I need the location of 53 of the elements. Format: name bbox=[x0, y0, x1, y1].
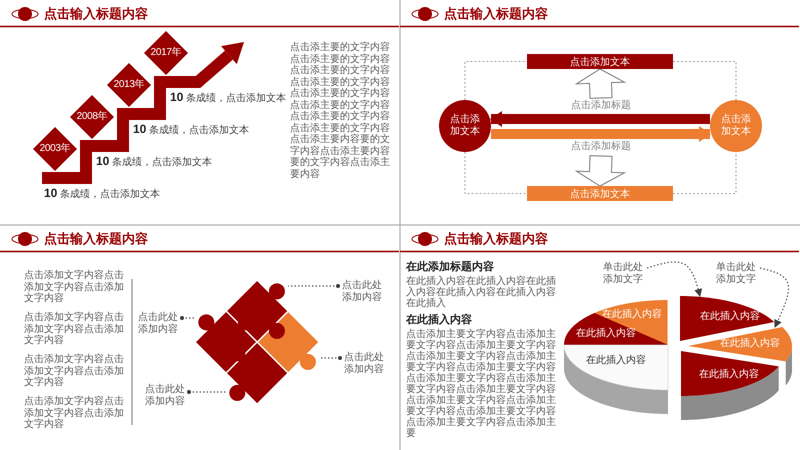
ribbon-arrow bbox=[490, 111, 710, 127]
arrow-caption: 点击添加标题 bbox=[570, 100, 632, 112]
body-text: 点击添加文字内容点击添加文字内容点击添加文字内容 bbox=[24, 396, 125, 430]
section-heading: 在此添加标题内容 bbox=[406, 261, 494, 274]
callout-text: 点击此处添加内容 bbox=[340, 352, 388, 376]
slice-label: 在此插入内容 bbox=[720, 338, 780, 350]
body-text: 点击添加主要文字内容点击添加主要文字内容点击添加主要文字内容点击添加主要文字内容点击添加主要文字内容点击添加主要文字内容点击添加主要文字内容点击添加主要文字内容点击添加主要文字内容点击添加主要文字内容点击添加主要文字内容点击添加主要文字内容点击添加主要文字内容点击添加主要 bbox=[406, 329, 557, 439]
callout-text: 点击此处添加内容 bbox=[134, 312, 182, 336]
slice-label: 在此插入内容 bbox=[586, 355, 646, 367]
leader-line bbox=[187, 390, 226, 394]
circle-badge: 点击添加文本 bbox=[710, 100, 762, 152]
block-arrow bbox=[574, 68, 626, 99]
slice-label: 在此插入内容 bbox=[576, 328, 636, 340]
slice-label: 在此插入内容 bbox=[699, 369, 759, 381]
achievement-text: 10 条成绩，点击添加文本 bbox=[96, 155, 212, 169]
callout-text: 点击此处添加内容 bbox=[141, 384, 189, 408]
circle-badge: 点击添加文本 bbox=[439, 100, 491, 152]
body-text: 点击添加文字内容点击添加文字内容点击添加文字内容 bbox=[24, 270, 125, 304]
leader-line bbox=[288, 284, 340, 288]
dotted-connector bbox=[464, 61, 528, 100]
achievement-text: 10 条成绩，点击添加文本 bbox=[133, 123, 250, 137]
achievement-text: 10 条成绩，点击添加文本 bbox=[170, 91, 286, 105]
slice-label: 在此插入内容 bbox=[700, 311, 760, 323]
callout-text: 点击此处添加内容 bbox=[338, 280, 386, 304]
slide-title: 点击输入标题内容 bbox=[444, 231, 548, 247]
callout-text: 单击此处添加文字 bbox=[599, 262, 647, 286]
dotted-connector bbox=[464, 152, 528, 194]
text-banner: 点击添加文本 bbox=[527, 186, 673, 201]
slide-title: 点击输入标题内容 bbox=[44, 6, 148, 22]
curved-arrow bbox=[760, 268, 789, 328]
year-label: 2003年 bbox=[40, 143, 70, 155]
year-label: 2017年 bbox=[150, 47, 182, 59]
text-banner: 点击添加文本 bbox=[527, 54, 673, 69]
leader-line bbox=[180, 316, 196, 320]
slide-title: 点击输入标题内容 bbox=[444, 6, 548, 22]
leader-line bbox=[318, 356, 342, 360]
body-text: 点击添加文字内容点击添加文字内容点击添加文字内容 bbox=[24, 354, 125, 388]
section-heading: 在此插入内容 bbox=[406, 314, 472, 327]
dotted-connector bbox=[672, 61, 736, 100]
curved-arrow bbox=[646, 262, 702, 297]
slice-label: 在此插入内容 bbox=[602, 309, 662, 321]
body-text: 点击添主要的文字内容点击添主要的文字内容点击添主要的文字内容点击添主要的文字内容点击添主要的文字内容点击添主要的文字内容点击添主要的文字内容点击添主要的文字内容点击添主要内容要的文字内容点击添主要内容要的文字内容点击添主要内容 bbox=[290, 42, 391, 180]
slide-title: 点击输入标题内容 bbox=[44, 231, 148, 247]
arrow-caption: 点击添加标题 bbox=[570, 141, 632, 152]
callout-text: 单击此处添加文字 bbox=[712, 262, 760, 286]
ribbon-arrow bbox=[491, 126, 711, 142]
dotted-connector bbox=[672, 152, 736, 194]
body-text: 点击添加文字内容点击添加文字内容点击添加文字内容 bbox=[24, 312, 125, 346]
achievement-text: 10 条成绩，点击添加文本 bbox=[44, 187, 160, 201]
year-label: 2008年 bbox=[76, 111, 108, 123]
year-label: 2013年 bbox=[114, 79, 144, 91]
block-arrow bbox=[574, 155, 626, 187]
body-text: 在此插入内容在此插入内容在此插入内容在此插入内容在此插入内容在此插入 bbox=[406, 276, 557, 309]
